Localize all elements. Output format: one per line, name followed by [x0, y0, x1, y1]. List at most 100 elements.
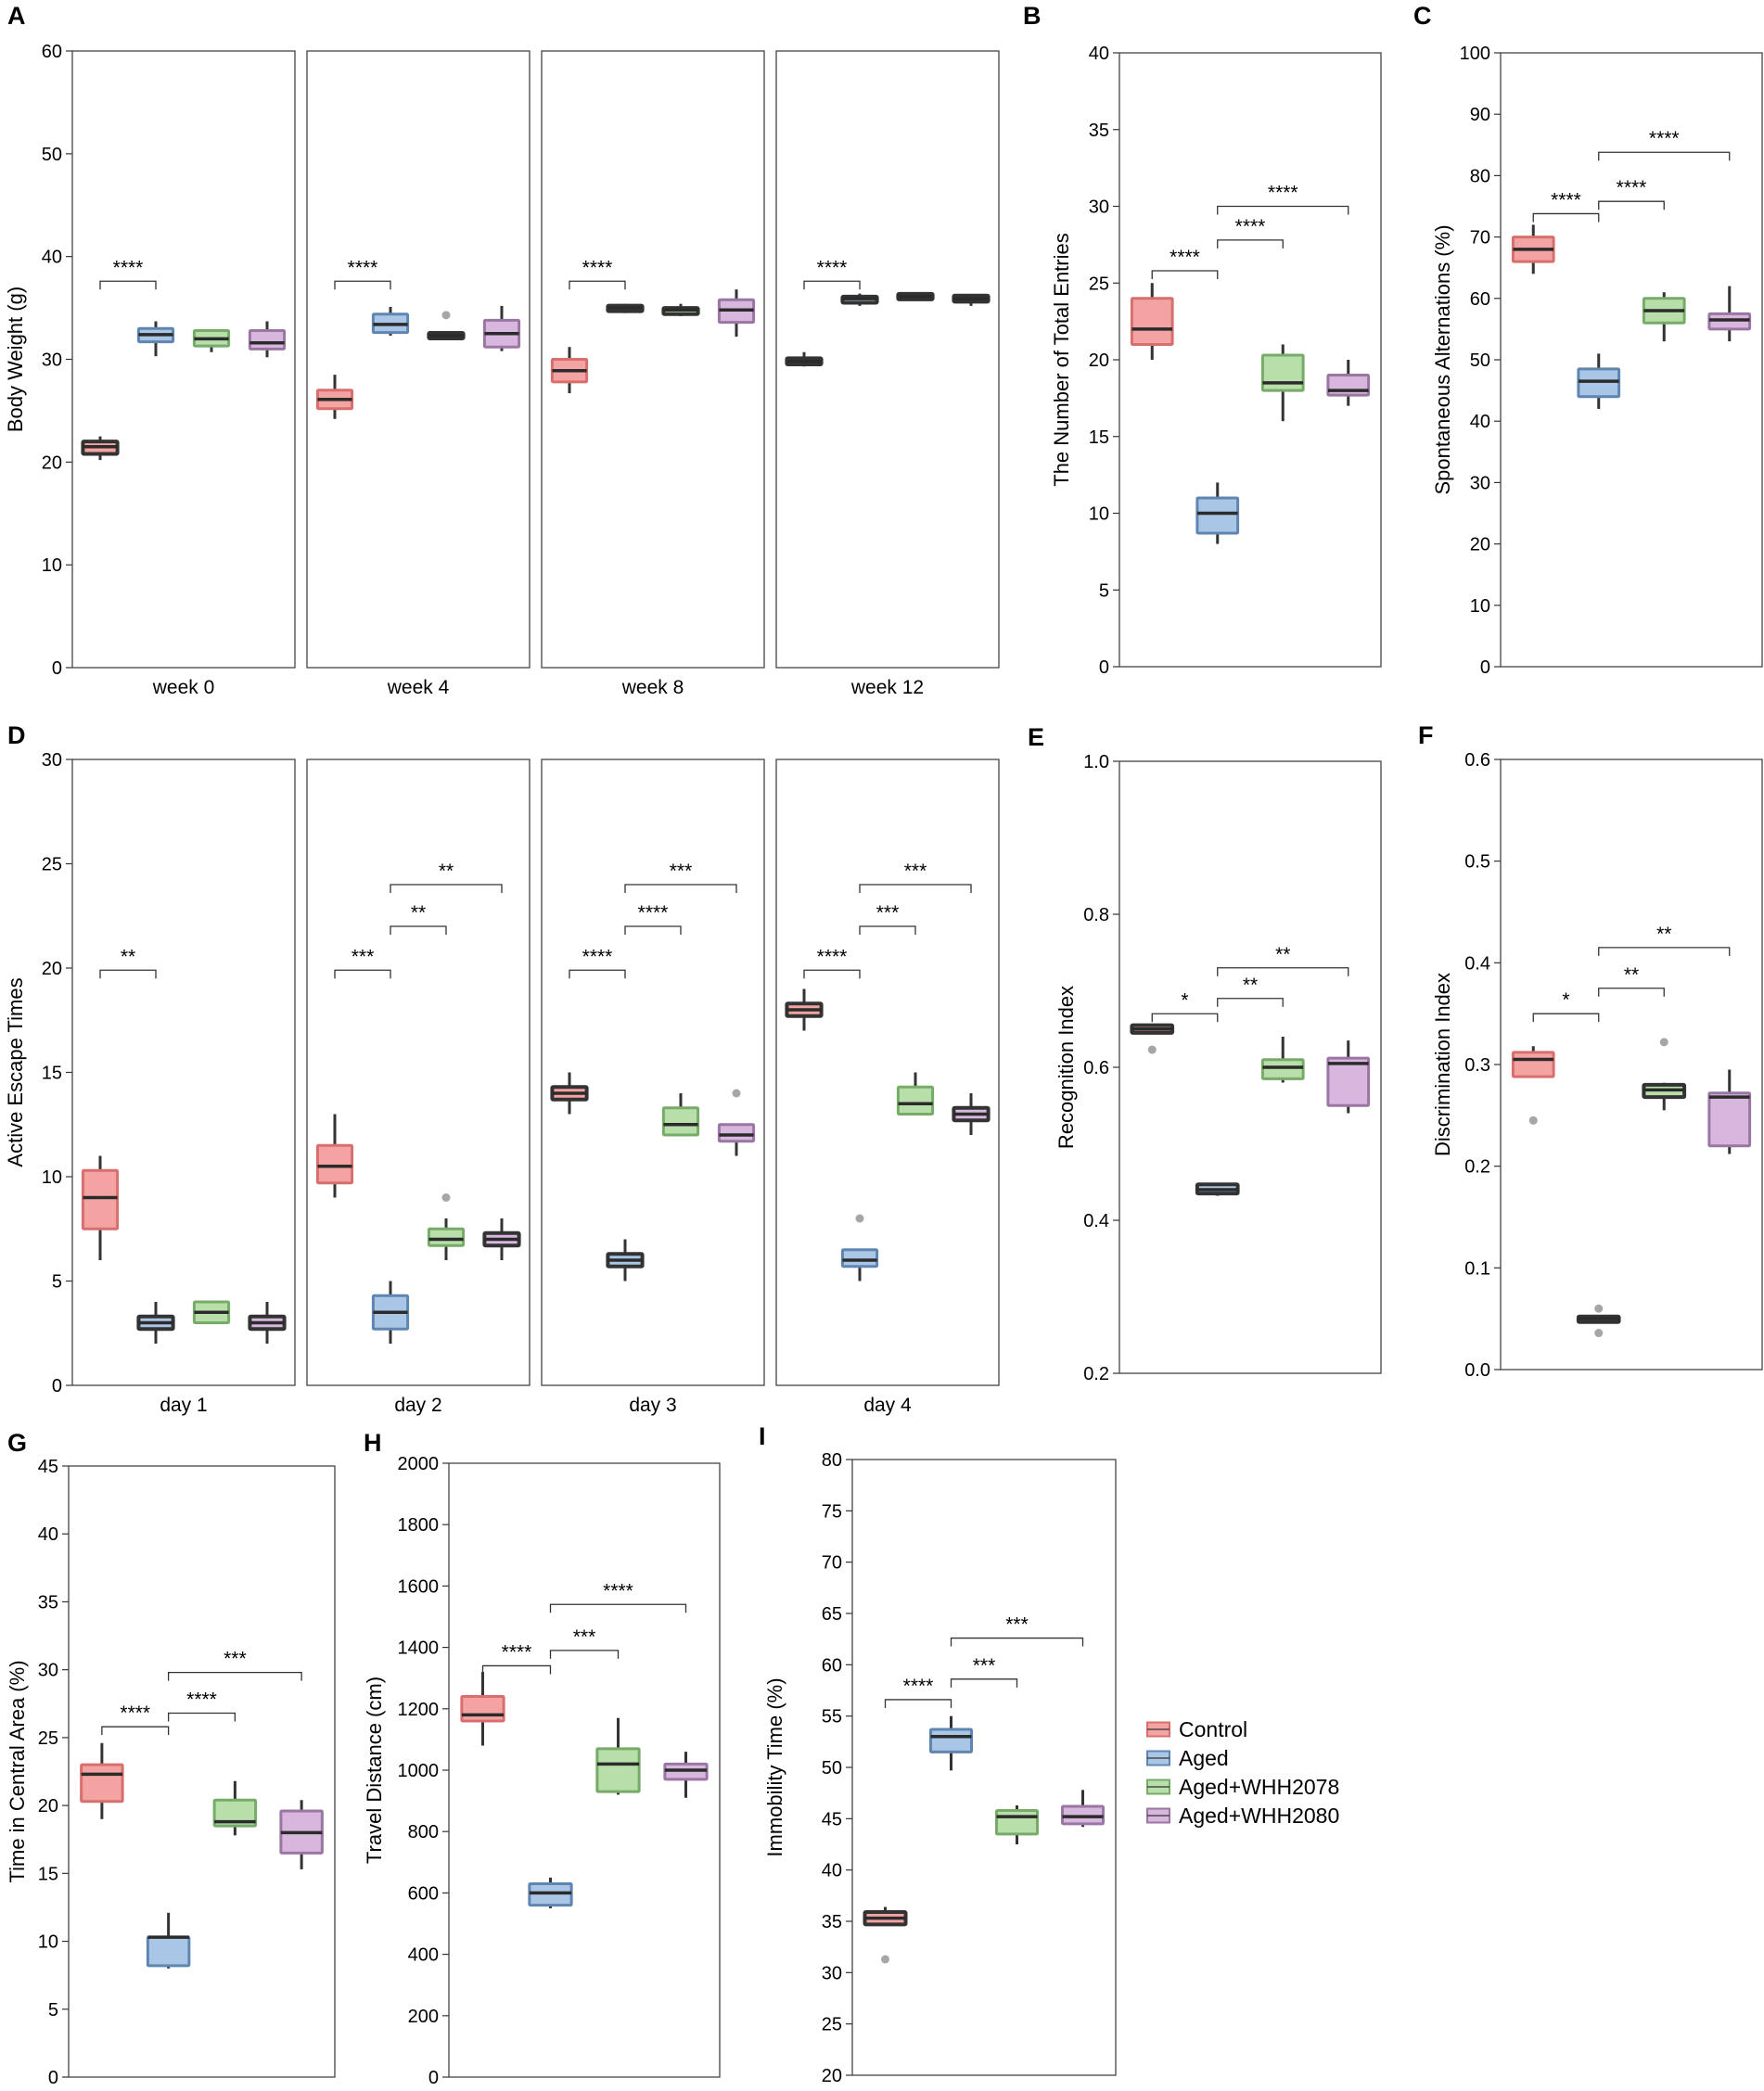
significance-label: *** — [670, 861, 693, 882]
y-tick-label: 20 — [42, 453, 62, 473]
significance-bracket: *** — [950, 1614, 1084, 1647]
y-tick-label: 20 — [1089, 351, 1109, 371]
y-tick-label: 75 — [822, 1501, 842, 1522]
significance-bracket: *** — [950, 1655, 1018, 1688]
significance-label: ** — [1243, 975, 1258, 996]
y-tick-label: 50 — [42, 145, 62, 165]
bracket-line — [1151, 1013, 1219, 1023]
y-tick-label: 40 — [42, 248, 62, 268]
box-aged — [136, 321, 175, 357]
legend-label: Control — [1179, 1717, 1247, 1741]
bracket-line — [167, 1712, 236, 1722]
facet-frame — [71, 50, 296, 669]
box-aged-whh2078 — [1260, 344, 1305, 422]
bracket-line — [859, 925, 916, 935]
y-tick-label: 15 — [1089, 427, 1109, 448]
box-iqr — [595, 1747, 641, 1793]
y-tick-label: 30 — [42, 351, 62, 371]
significance-label: ** — [439, 861, 454, 882]
box-control — [1511, 224, 1555, 274]
box-control — [550, 347, 589, 394]
facet-label: day 4 — [863, 1395, 912, 1416]
y-tick-label: 1000 — [398, 1761, 440, 1781]
box-aged-whh2078 — [427, 311, 466, 341]
box-aged — [928, 1715, 974, 1771]
significance-bracket: **** — [1217, 183, 1349, 215]
y-tick-label: 20 — [822, 2066, 842, 2086]
bracket-line — [334, 280, 391, 290]
y-tick-label: 5 — [52, 1272, 62, 1293]
significance-bracket: **** — [569, 946, 626, 979]
significance-bracket: **** — [334, 257, 391, 290]
outlier-point — [441, 1193, 451, 1202]
significance-bracket: ** — [99, 946, 157, 979]
y-tick-label: 35 — [1089, 121, 1109, 141]
significance-bracket: ** — [1217, 944, 1349, 976]
significance-bracket: **** — [624, 902, 682, 935]
facet: ***** — [1500, 759, 1763, 1371]
y-tick-label: 80 — [1470, 166, 1490, 186]
y-tick-label: 0.6 — [1464, 750, 1490, 771]
facet-frame — [71, 759, 296, 1386]
significance-label: * — [1181, 989, 1188, 1011]
significance-bracket: * — [1151, 989, 1219, 1023]
outlier-point — [1147, 1045, 1157, 1054]
y-tick-label: 25 — [38, 1728, 58, 1749]
box-aged-whh2078 — [427, 1193, 466, 1260]
y-tick-label: 0 — [428, 2068, 439, 2088]
bracket-line — [549, 1603, 687, 1613]
significance-label: **** — [1551, 189, 1581, 210]
box-iqr — [1130, 297, 1174, 346]
facet-frame — [448, 1462, 721, 2078]
box-aged-whh2080 — [248, 321, 287, 358]
facet: ****week 0 — [71, 50, 296, 698]
y-tick-label: 30 — [38, 1661, 58, 1681]
facet-label: week 0 — [152, 677, 215, 698]
box-control — [80, 1742, 124, 1819]
significance-label: **** — [120, 1702, 150, 1724]
bracket-line — [1217, 205, 1349, 215]
facet-label: week 12 — [850, 677, 924, 698]
box-aged-whh2080 — [663, 1752, 709, 1798]
significance-bracket: **** — [481, 1641, 552, 1675]
box-iqr — [928, 1728, 974, 1753]
facet: **********day 4 — [775, 759, 1000, 1416]
significance-bracket: ** — [1598, 924, 1731, 956]
significance-label: * — [1562, 989, 1569, 1011]
panel-letter: I — [759, 1422, 766, 1450]
significance-label: **** — [817, 257, 848, 278]
box-control — [1130, 283, 1174, 360]
y-tick-label: 10 — [1470, 596, 1490, 617]
box-control — [1511, 1046, 1555, 1125]
box-aged-whh2080 — [1326, 1040, 1371, 1114]
box-iqr — [1195, 496, 1240, 535]
bracket-line — [167, 1671, 302, 1681]
y-tick-label: 1.0 — [1083, 752, 1109, 772]
box-iqr — [1511, 1051, 1555, 1078]
significance-label: *** — [904, 861, 927, 882]
y-tick-label: 40 — [822, 1861, 842, 1881]
panel-letter: C — [1413, 2, 1432, 30]
box-aged-whh2078 — [661, 1093, 700, 1137]
y-tick-label: 0.5 — [1464, 852, 1490, 873]
y-tick-label: 1800 — [398, 1515, 440, 1536]
y-axis-label: The Number of Total Entries — [1050, 233, 1073, 487]
significance-label: *** — [352, 946, 375, 967]
box-aged — [146, 1912, 191, 1969]
y-axis-label: Spontaneous Alternations (%) — [1431, 224, 1454, 494]
significance-label: *** — [224, 1649, 247, 1670]
box-iqr — [896, 1085, 935, 1116]
box-control — [863, 1906, 908, 1964]
box-iqr — [661, 1106, 700, 1137]
outlier-point — [732, 1089, 741, 1098]
box-iqr — [80, 1763, 124, 1804]
significance-bracket: **** — [1598, 128, 1731, 161]
y-axis-label: Time in Central Area (%) — [6, 1660, 29, 1882]
